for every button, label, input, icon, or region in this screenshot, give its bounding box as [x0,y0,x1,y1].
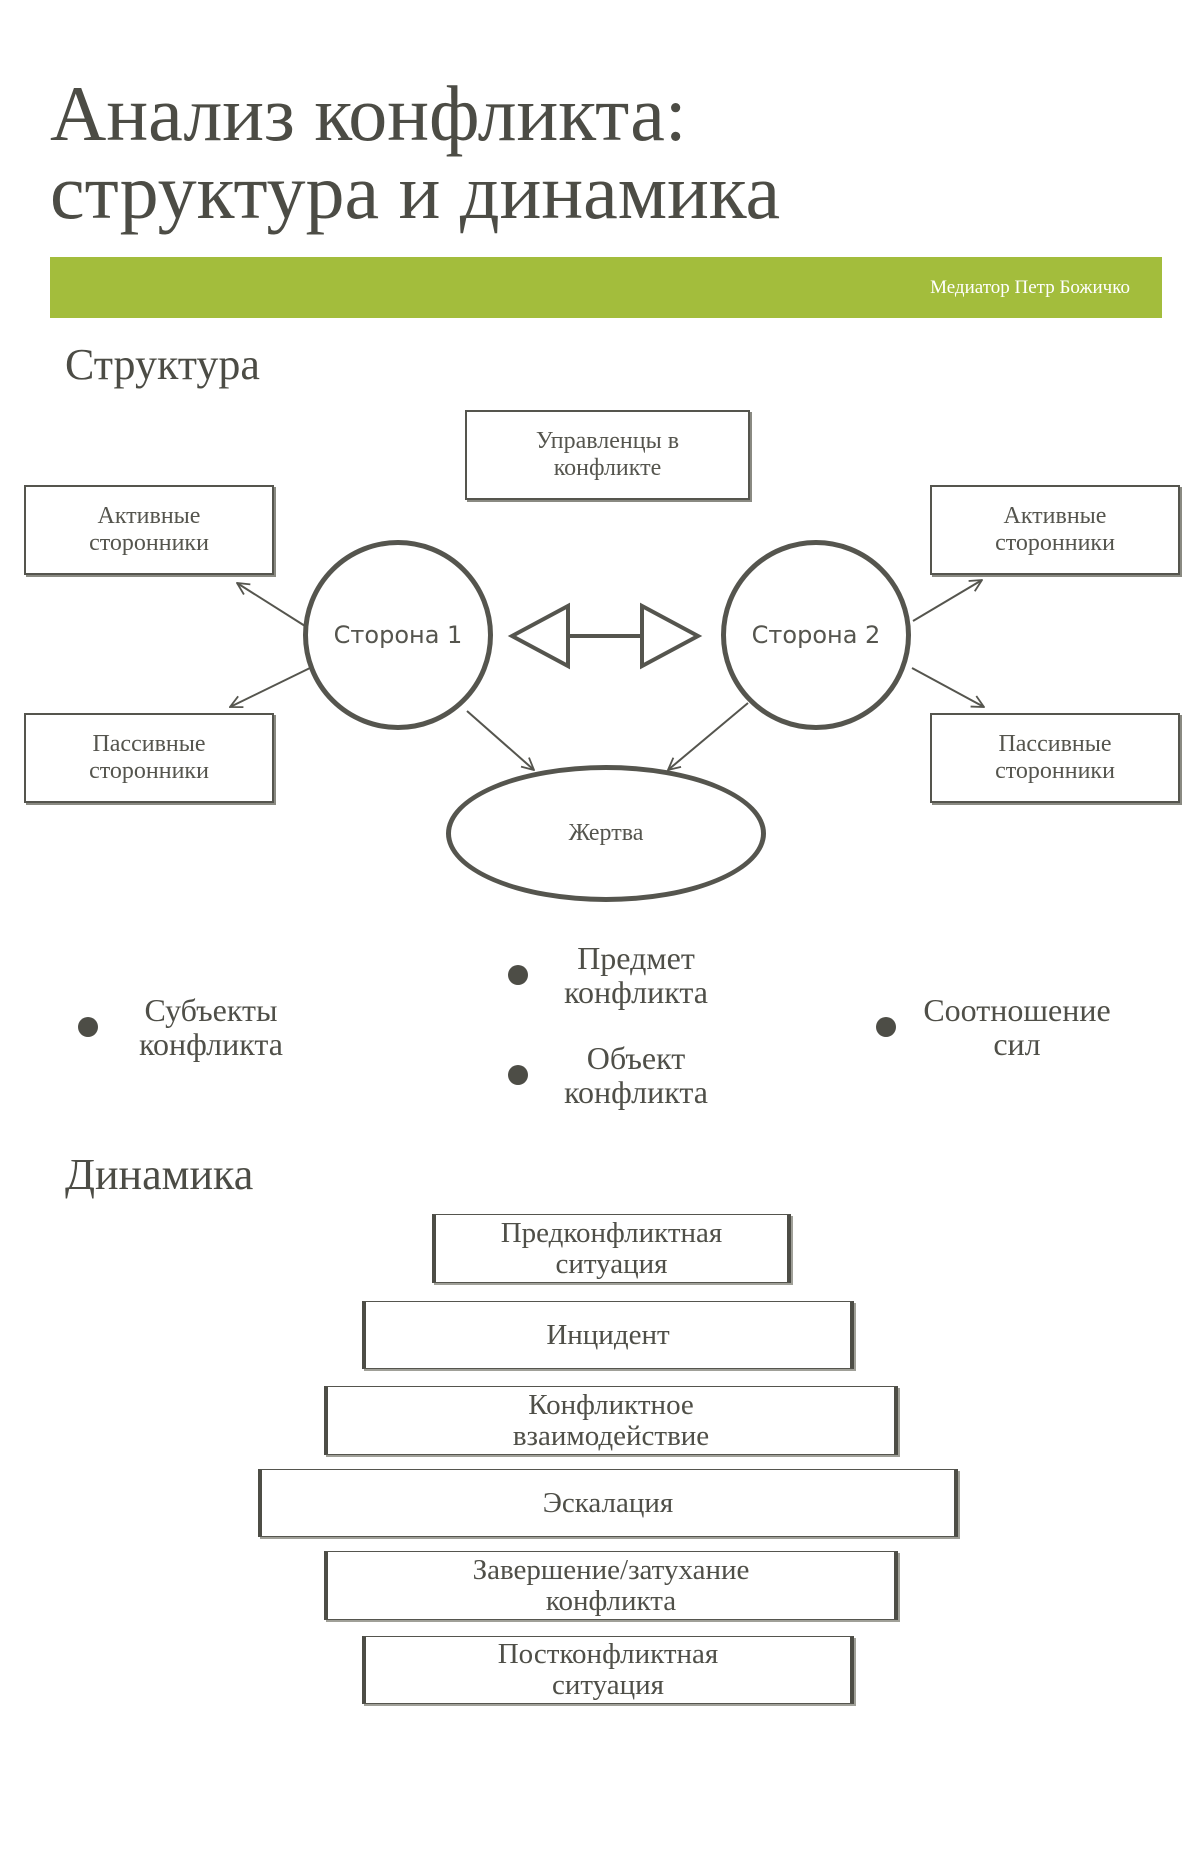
side-2-circle: Сторона 2 [721,540,911,730]
structure-connectors [0,0,1200,1000]
dynamics-step: Постконфликтная ситуация [362,1636,854,1704]
bullet-object: Объект конфликта [508,1041,716,1109]
page-title: Анализ конфликта: структура и динамика [50,75,780,231]
arrow-side1-to-victim [466,710,534,770]
dynamics-step: Предконфликтная ситуация [432,1214,791,1283]
author-banner: Медиатор Петр Божичко [50,257,1162,318]
dynamics-step: Завершение/затухание конфликта [324,1551,898,1620]
title-line-2: структура и динамика [50,148,781,235]
bullet-subject-matter: Предмет конфликта [508,941,716,1009]
arrow-side2-to-victim [668,702,749,770]
left-passive-supporters-label: Пассивные сторонники [89,731,209,784]
dynamics-step: Эскалация [258,1469,958,1537]
managers-label: Управленцы в конфликте [535,428,680,481]
bullet-subjects: Субъекты конфликта [78,993,296,1061]
double-arrow-between-sides [507,602,703,670]
step-label: Конфликтное взаимодействие [512,1388,710,1452]
step-label: Постконфликтная ситуация [497,1638,719,1701]
dynamics-heading: Динамика [65,1150,254,1199]
bullet-balance-of-power: Соотношение сил [876,993,1122,1061]
subjects-label: Субъекты конфликта [139,992,283,1062]
left-passive-supporters-box: Пассивные сторонники [24,713,274,803]
managers-box: Управленцы в конфликте [465,410,750,500]
subject-matter-label: Предмет конфликта [564,940,708,1010]
side-2-label: Сторона 2 [751,621,881,649]
bullet-dot [508,965,528,985]
arrow-side1-to-left-active [237,583,306,627]
right-passive-supporters-box: Пассивные сторонники [930,713,1180,803]
step-label: Инцидент [546,1318,670,1351]
arrow-side2-to-right-passive [911,667,984,707]
bullet-dot [78,1017,98,1037]
bullet-dot [876,1017,896,1037]
right-passive-supporters-label: Пассивные сторонники [995,731,1115,784]
object-label: Объект конфликта [564,1040,708,1110]
dynamics-step: Конфликтное взаимодействие [324,1386,898,1455]
balance-of-power-label: Соотношение сил [923,992,1111,1062]
right-active-supporters-label: Активные сторонники [995,503,1115,556]
arrow-side1-to-left-passive [230,667,311,707]
left-active-supporters-label: Активные сторонники [89,503,209,556]
step-label: Завершение/затухание конфликта [472,1553,750,1617]
dynamics-step: Инцидент [362,1301,854,1369]
right-active-supporters-box: Активные сторонники [930,485,1180,575]
bullet-dot [508,1065,528,1085]
victim-ellipse: Жертва [446,765,766,902]
title-line-1: Анализ конфликта: [50,70,687,157]
side-1-circle: Сторона 1 [303,540,493,730]
step-label: Предконфликтная ситуация [500,1216,723,1280]
victim-label: Жертва [568,820,644,846]
side-1-label: Сторона 1 [333,621,463,649]
author-name: Медиатор Петр Божичко [930,277,1130,298]
arrow-side2-to-right-active [912,580,982,622]
left-active-supporters-box: Активные сторонники [24,485,274,575]
structure-heading: Структура [65,340,260,389]
step-label: Эскалация [542,1486,674,1519]
